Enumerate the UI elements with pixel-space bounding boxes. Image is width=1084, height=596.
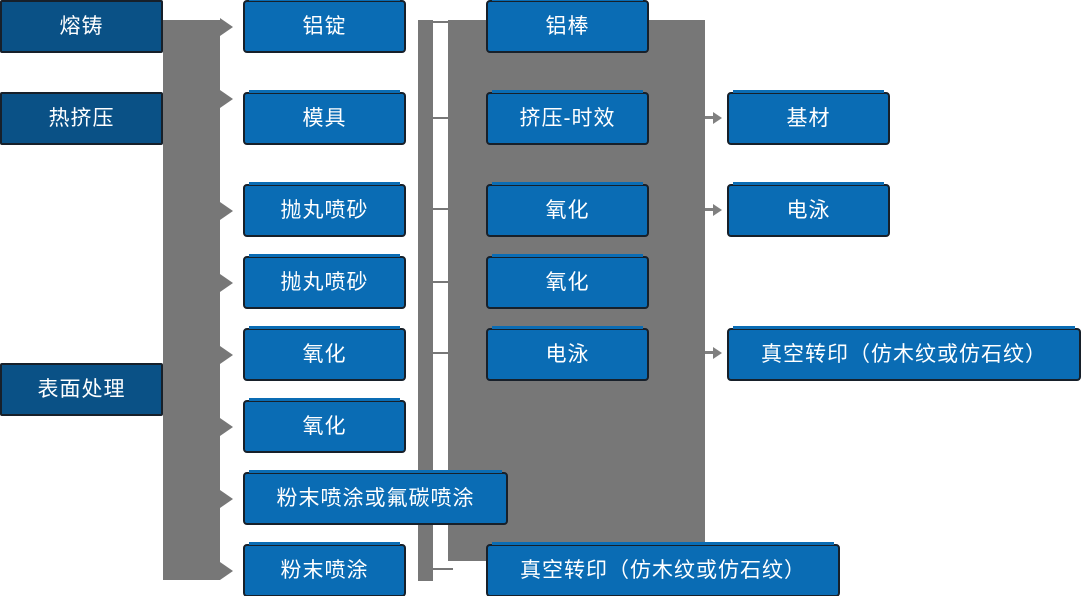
treatment-label-aluminum-bar: 铝棒 — [545, 14, 590, 38]
process-label-mold: 模具 — [302, 106, 347, 130]
output-label-substrate: 基材 — [786, 106, 831, 130]
connector-arrow-to-process-5 — [220, 346, 233, 364]
process-label-oxidation-1: 氧化 — [302, 342, 347, 366]
output-arrow-head-vacuum-transfer — [713, 347, 722, 359]
process-box-powder-or-fluorocarbon[interactable]: 粉末喷涂或氟碳喷涂 — [243, 470, 508, 525]
connector-arrow-to-process-6 — [220, 418, 233, 436]
output-arrow-head-electrophoresis — [713, 204, 722, 216]
connector-arrow-to-process-1 — [220, 18, 233, 36]
process-box-shot-blasting-1[interactable]: 抛丸喷砂 — [243, 182, 406, 237]
treatment-label-oxidation-2: 氧化 — [545, 270, 590, 294]
connector-band-stage-notch — [163, 20, 180, 361]
process-box-oxidation-1[interactable]: 氧化 — [243, 326, 406, 381]
output-box-electrophoresis[interactable]: 电泳 — [727, 182, 890, 237]
stage-label-hot-extrusion: 热挤压 — [48, 106, 115, 130]
output-label-electrophoresis: 电泳 — [786, 198, 831, 222]
output-arrow-line-electrophoresis — [705, 208, 715, 211]
output-label-vacuum-transfer: 真空转印（仿木纹或仿石纹） — [761, 342, 1047, 366]
process-box-powder-coating[interactable]: 粉末喷涂 — [243, 542, 406, 596]
treatment-box-electrophoresis[interactable]: 电泳 — [486, 326, 649, 381]
output-arrow-line-substrate — [705, 116, 715, 119]
process-label-powder-coating: 粉末喷涂 — [280, 558, 369, 582]
treatment-box-vacuum-transfer[interactable]: 真空转印（仿木纹或仿石纹） — [486, 542, 840, 596]
process-box-oxidation-2[interactable]: 氧化 — [243, 398, 406, 453]
treatment-box-oxidation-1[interactable]: 氧化 — [486, 182, 649, 237]
process-label-aluminum-ingot: 铝锭 — [302, 14, 347, 38]
stage-label-melt-cast: 熔铸 — [59, 14, 104, 38]
connector-stub-treatment-4 — [433, 281, 453, 283]
stage-box-surface-treatment[interactable]: 表面处理 — [0, 363, 163, 416]
process-label-shot-blasting-1: 抛丸喷砂 — [280, 198, 369, 222]
stage-box-hot-extrusion[interactable]: 热挤压 — [0, 92, 163, 145]
process-label-oxidation-2: 氧化 — [302, 414, 347, 438]
process-box-shot-blasting-2[interactable]: 抛丸喷砂 — [243, 254, 406, 309]
connector-arrow-to-process-2 — [220, 90, 233, 108]
treatment-label-oxidation-1: 氧化 — [545, 198, 590, 222]
connector-arrow-to-process-4 — [220, 274, 233, 292]
treatment-box-oxidation-2[interactable]: 氧化 — [486, 254, 649, 309]
output-arrow-head-substrate — [713, 112, 722, 124]
connector-arrow-to-process-8 — [220, 562, 233, 580]
connector-arrow-to-process-3 — [220, 202, 233, 220]
treatment-label-electrophoresis: 电泳 — [545, 342, 590, 366]
connector-stub-treatment-1 — [433, 21, 453, 23]
connector-stub-surface-treatment — [163, 389, 185, 391]
stage-label-surface-treatment: 表面处理 — [37, 377, 126, 401]
treatment-box-aluminum-bar[interactable]: 铝棒 — [486, 0, 649, 53]
stage-box-melt-cast[interactable]: 熔铸 — [0, 0, 163, 53]
connector-stub-treatment-5 — [433, 352, 453, 354]
process-label-powder-or-fluorocarbon: 粉末喷涂或氟碳喷涂 — [276, 486, 475, 510]
process-box-mold[interactable]: 模具 — [243, 90, 406, 145]
connector-stub-treatment-2 — [433, 117, 453, 119]
output-arrow-line-vacuum-transfer — [705, 351, 715, 354]
connector-stub-treatment-6 — [433, 568, 453, 570]
connector-arrow-to-process-7 — [220, 490, 233, 508]
process-box-aluminum-ingot[interactable]: 铝锭 — [243, 0, 406, 53]
output-box-vacuum-transfer[interactable]: 真空转印（仿木纹或仿石纹） — [727, 326, 1081, 381]
connector-stub-treatment-3 — [433, 208, 453, 210]
connector-band-process-rail — [418, 20, 433, 581]
treatment-label-extrusion-aging: 挤压-时效 — [519, 106, 616, 130]
treatment-label-vacuum-transfer: 真空转印（仿木纹或仿石纹） — [520, 558, 806, 582]
output-box-substrate[interactable]: 基材 — [727, 90, 890, 145]
treatment-box-extrusion-aging[interactable]: 挤压-时效 — [486, 90, 649, 145]
process-label-shot-blasting-2: 抛丸喷砂 — [280, 270, 369, 294]
